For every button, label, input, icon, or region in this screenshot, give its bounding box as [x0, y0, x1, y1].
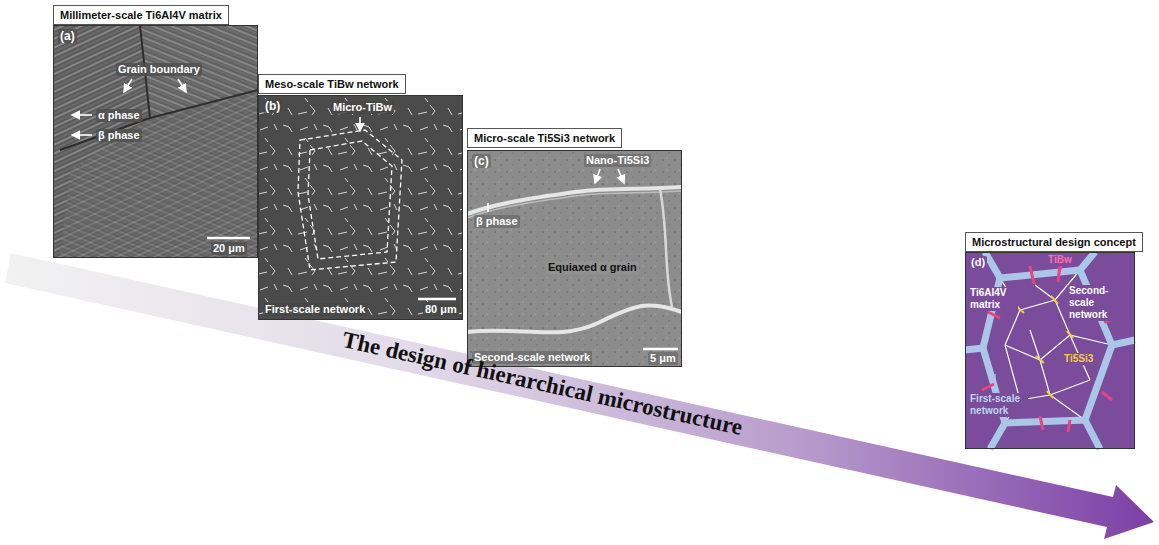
panel-label: (c) — [472, 154, 491, 168]
scale-header: Micro-scale Ti5Si3 network — [467, 128, 622, 148]
micrograph-panel: (d) TiBwTi6Al4V matrix Second-scale networ… — [965, 252, 1135, 449]
sem-tibw-network — [258, 95, 463, 320]
panel-label: First-scale network — [968, 393, 1028, 417]
panel-label: TiBw — [1046, 254, 1074, 266]
panel-label: Ti5Si3 — [1062, 353, 1095, 365]
panel-label: Second-scale network — [1067, 285, 1133, 321]
arrow-caption: The design of hierarchical microstructur… — [340, 327, 745, 441]
sem-matrix — [53, 25, 258, 258]
panel-label: α phase — [96, 109, 142, 122]
panel-label: (a) — [58, 29, 77, 43]
header-text: Microstructural design concept — [972, 235, 1136, 249]
header-text: Millimeter-scale Ti6Al4V matrix — [60, 8, 222, 22]
panel-label: 20 μm — [211, 242, 247, 255]
panel-label: (b) — [263, 99, 282, 113]
micrograph-panel: (a) Grain boundary α phase β phase 20 μm — [53, 25, 258, 258]
scale-header: Millimeter-scale Ti6Al4V matrix — [53, 5, 229, 25]
micrograph-panel: (b) Micro-TiBwFirst-scale network 80 μm — [258, 95, 463, 320]
panel-label: Nano-Ti5Si3 — [584, 154, 651, 167]
panel-label: (d) — [969, 256, 987, 269]
micrograph-panel: (c)Nano-Ti5Si3β phaseEquiaxed α grainSec… — [467, 150, 682, 367]
panel-label: Ti6Al4V matrix — [968, 287, 1018, 311]
sem-ti5si3-network — [467, 150, 682, 367]
panel-label: β phase — [474, 215, 520, 228]
scale-header: Microstructural design concept — [965, 232, 1143, 252]
design-concept-sketch — [965, 252, 1135, 449]
panel-label: β phase — [96, 129, 142, 142]
header-text: Meso-scale TiBw network — [265, 77, 399, 91]
panel-label: Grain boundary — [116, 63, 202, 76]
panel-label: First-scale network — [263, 303, 367, 316]
scale-header: Meso-scale TiBw network — [258, 74, 406, 94]
panel-label: 5 μm — [648, 352, 678, 365]
header-text: Micro-scale Ti5Si3 network — [474, 131, 615, 145]
panel-label: Equiaxed α grain — [546, 261, 639, 274]
panel-label: 80 μm — [423, 303, 459, 316]
panel-label: Micro-TiBw — [331, 101, 394, 114]
